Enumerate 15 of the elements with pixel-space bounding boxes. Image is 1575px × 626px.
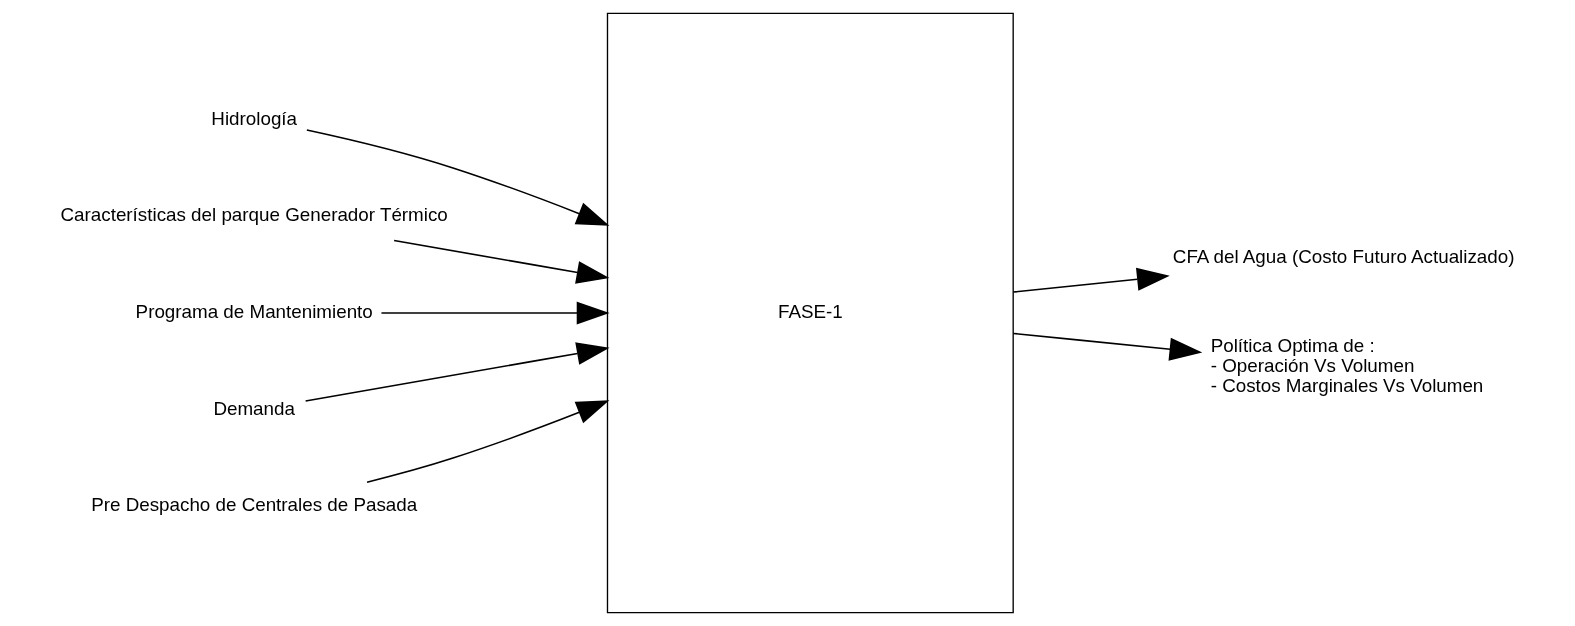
node-text: Hidrología [211,107,298,129]
node-text: Política Optima de : - Operación Vs Volumen - Costos Marginales Vs Volumen [1210,334,1484,396]
node-text: Pre Despacho de Centrales de Pasada [91,494,418,516]
arrow [304,342,610,402]
arrow [1012,267,1170,293]
arrow [1012,332,1203,361]
node-text: Demanda [213,397,295,419]
node-text: Características del parque Generador Térmico [60,204,448,226]
arrow [393,239,610,284]
node-text: CFA del Agua (Costo Futuro Actualizado) [1172,245,1515,267]
node-text: Programa de Mantenimiento [135,300,373,322]
arrow [306,129,610,226]
arrow [366,400,610,483]
node-box: FASE-1 [606,12,1014,614]
arrow [380,301,610,325]
